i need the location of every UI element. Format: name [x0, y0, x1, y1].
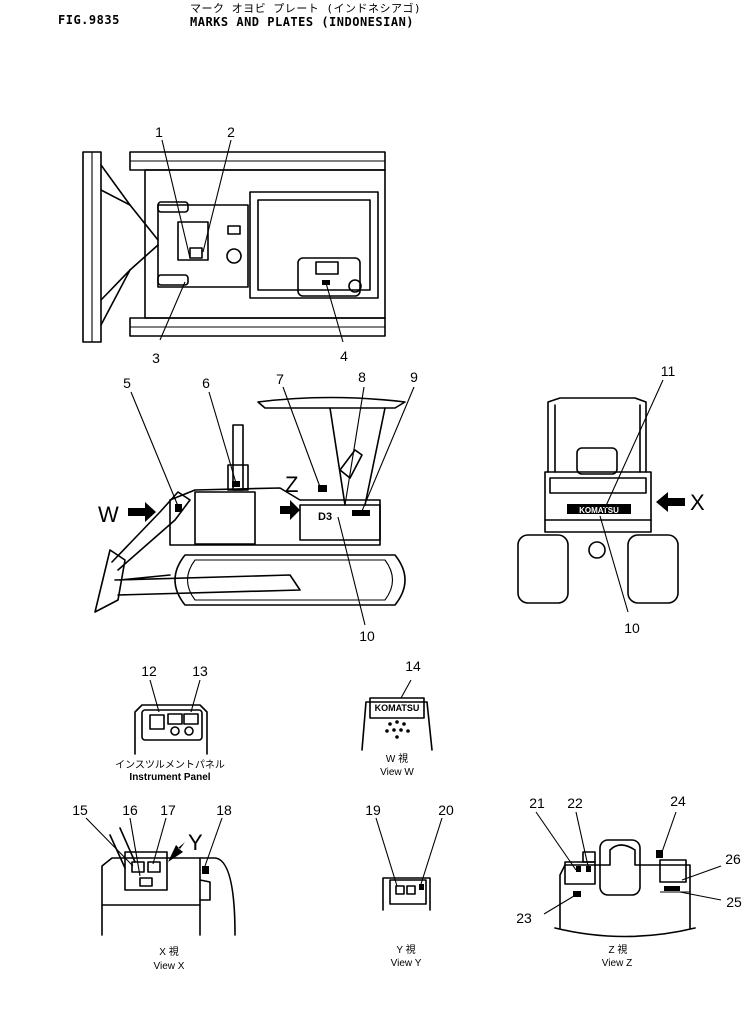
callout-19: 19 — [365, 802, 381, 818]
callout-3: 3 — [152, 350, 160, 366]
caption-view-x-jp: X 視 — [159, 945, 178, 958]
side-view: D3 W Z — [94, 386, 415, 626]
callout-21: 21 — [529, 795, 545, 811]
callout-9: 9 — [410, 369, 418, 385]
caption-view-x-en: View X — [154, 961, 185, 972]
callout-4: 4 — [340, 348, 348, 364]
rear-brand-text: KOMATSU — [579, 506, 619, 515]
callout-20: 20 — [438, 802, 454, 818]
caption-view-y-jp: Y 視 — [396, 943, 415, 956]
callout-13: 13 — [192, 663, 208, 679]
callout-numbers: 1 2 3 4 5 6 7 8 9 10 11 10 12 13 14 15 1… — [72, 124, 742, 926]
view-y-arrow — [168, 842, 185, 862]
view-w: KOMATSU — [361, 679, 433, 751]
view-w-arrow-label: W — [98, 502, 119, 527]
caption-view-w-en: View W — [380, 767, 414, 778]
top-view — [82, 139, 386, 343]
callout-14: 14 — [405, 658, 421, 674]
callout-5: 5 — [123, 375, 131, 391]
rear-view: KOMATSU X — [517, 379, 705, 613]
callout-18: 18 — [216, 802, 232, 818]
view-x-arrow — [656, 492, 685, 512]
title-japanese: マーク オヨビ プレート (インドネシアゴ) — [190, 2, 422, 15]
figure-number: FIG.9835 — [58, 13, 120, 27]
callout-6: 6 — [202, 375, 210, 391]
view-x-arrow-label: X — [690, 490, 705, 515]
callout-8: 8 — [358, 369, 366, 385]
view-y — [375, 817, 443, 911]
caption-view-z-jp: Z 視 — [609, 943, 628, 956]
callout-10-side: 10 — [359, 628, 375, 644]
view-w-arrow — [128, 502, 156, 522]
caption-view-z-en: View Z — [602, 958, 632, 969]
view-z-arrow — [280, 500, 300, 520]
callout-1: 1 — [155, 124, 163, 140]
callout-16: 16 — [122, 802, 138, 818]
callout-24: 24 — [670, 793, 686, 809]
model-plate-text: D3 — [318, 511, 332, 523]
caption-view-w-jp: W 視 — [386, 752, 408, 765]
view-w-brand-text: KOMATSU — [375, 703, 420, 713]
callout-10-rear: 10 — [624, 620, 640, 636]
callout-22: 22 — [567, 795, 583, 811]
callout-26: 26 — [725, 851, 741, 867]
callout-7: 7 — [276, 371, 284, 387]
caption-panel-en: Instrument Panel — [129, 772, 210, 783]
callout-17: 17 — [160, 802, 176, 818]
callout-12: 12 — [141, 663, 157, 679]
view-captions: インスツルメントパネル Instrument Panel W 視 View W … — [115, 752, 632, 972]
instrument-panel-view — [134, 679, 208, 755]
callout-15: 15 — [72, 802, 88, 818]
view-y-arrow-label: Y — [188, 830, 203, 855]
callout-25: 25 — [726, 894, 742, 910]
callout-2: 2 — [227, 124, 235, 140]
view-x: Y — [85, 817, 236, 936]
callout-23: 23 — [516, 910, 532, 926]
view-z — [535, 811, 722, 938]
callout-11: 11 — [661, 363, 676, 379]
title-english: MARKS AND PLATES (INDONESIAN) — [190, 15, 415, 29]
caption-panel-jp: インスツルメントパネル — [115, 759, 225, 771]
caption-view-y-en: View Y — [391, 958, 422, 969]
view-z-arrow-label: Z — [285, 472, 298, 497]
